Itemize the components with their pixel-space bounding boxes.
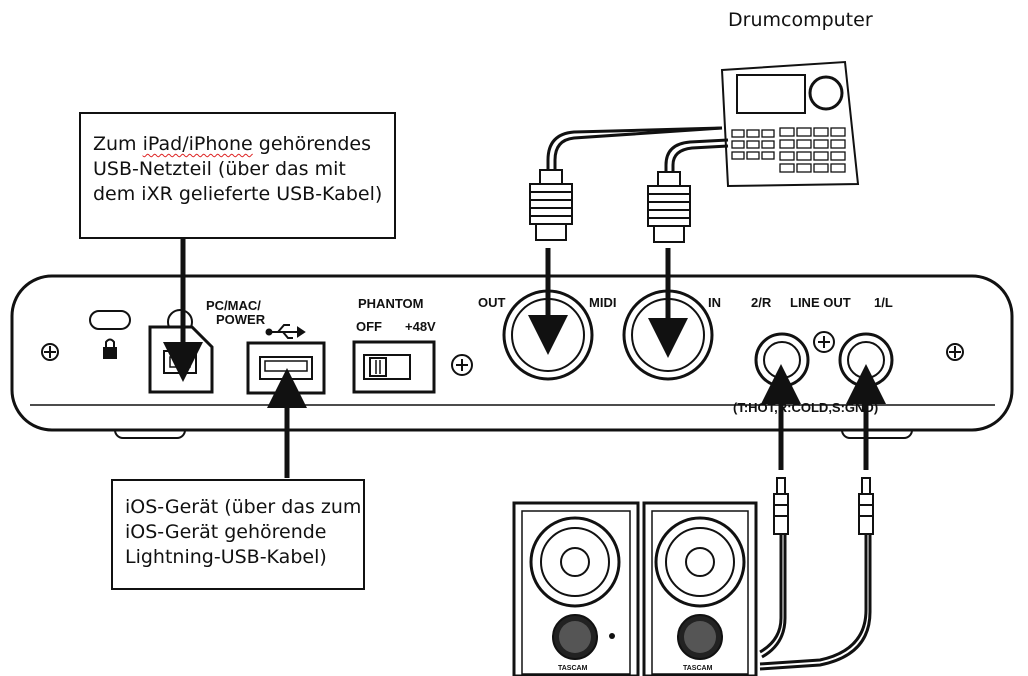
security-slot [89,310,131,330]
usb-a-port [246,341,326,395]
screw-icon [946,343,964,361]
label-line-out: LINE OUT [790,295,851,310]
line-out-jack-1l [838,332,894,388]
drum-machine [720,60,860,188]
speaker-left: TASCAM [512,501,640,676]
label-midi: MIDI [589,295,616,310]
label-off: OFF [356,319,382,334]
power-box-line-1: Zum iPad/iPhone gehörendes [93,133,371,155]
screw-icon [813,331,835,353]
ios-box-line-3: Lightning-USB-Kabel) [125,546,327,569]
drum-machine-label: Drumcomputer [728,9,873,31]
line-out-jack-2r [754,332,810,388]
speaker-cables [759,534,872,671]
speaker-brand-left: TASCAM [558,665,588,672]
speaker-right: TASCAM [642,501,758,676]
label-48v: +48V [405,319,436,334]
jack-plug-2r [773,477,789,535]
midi-cables [546,126,729,172]
lock-icon [103,338,117,359]
power-supply-box: Zum iPad/iPhone gehörendes USB-Netzteil … [79,112,396,239]
connection-arrows [163,238,886,478]
drum-machine-knob [808,75,844,111]
midi-out-plug [529,169,573,241]
ios-box-line-1: iOS-Gerät (über das zum [125,496,362,518]
label-phantom: PHANTOM [358,296,423,311]
ipad-iphone-term: iPad/iPhone [142,133,253,155]
label-2r: 2/R [751,295,772,310]
screw-icon [41,343,59,361]
label-wiring: (T:HOT,R:COLD,S:GND) [733,400,878,415]
label-1l: 1/L [874,295,893,310]
jack-plug-1l [858,477,874,535]
phantom-switch [352,340,436,394]
label-power: POWER [216,312,266,327]
label-pc-mac: PC/MAC/ [206,298,261,313]
speaker-brand-right: TASCAM [683,665,713,672]
label-in: IN [708,295,721,310]
power-box-line-2: USB-Netzteil (über das mit [93,158,346,181]
label-out: OUT [478,295,506,310]
midi-in-plug [647,171,691,243]
ios-device-box: iOS-Gerät (über das zum iOS-Gerät gehöre… [111,479,365,590]
power-box-line-3: dem iXR gelieferte USB-Kabel) [93,183,383,206]
audio-interface-panel: PC/MAC/ POWER PHANTOM OFF +48V OUT MIDI … [10,274,1014,439]
ios-box-line-2: iOS-Gerät gehörende [125,521,327,544]
usb-icon [265,324,306,339]
screw-icon [451,354,473,376]
